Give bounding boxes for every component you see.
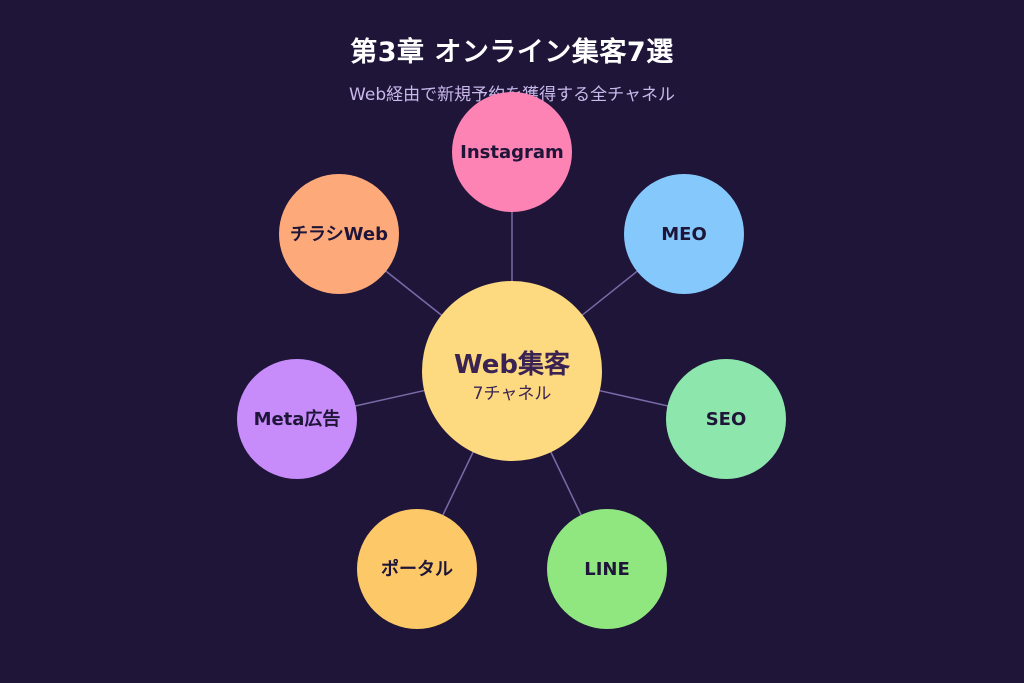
channel-label-portal: ポータル — [381, 558, 453, 580]
channel-circle-line — [547, 509, 667, 629]
channel-node-line: LINE — [547, 509, 667, 629]
connector-portal — [441, 448, 476, 518]
page-title: 第3章 オンライン集客7選 — [350, 37, 674, 68]
channel-node-seo: SEO — [666, 359, 786, 479]
channel-node-flyer-web: チラシWeb — [279, 174, 399, 294]
channel-label-instagram: Instagram — [460, 142, 564, 163]
channel-label-line: LINE — [584, 559, 630, 580]
connector-seo — [595, 389, 670, 408]
channel-node-instagram: Instagram — [452, 92, 572, 212]
hub-subtitle: 7チャネル — [473, 384, 552, 404]
channel-label-meo: MEO — [661, 224, 707, 245]
hub-title: Web集客 — [454, 349, 571, 380]
channel-label-flyer-web: チラシWeb — [290, 224, 388, 245]
connector-meta-ads — [353, 388, 429, 408]
channel-node-meo: MEO — [624, 174, 744, 294]
channel-circle-meta-ads — [237, 359, 357, 479]
channel-circle-instagram — [452, 92, 572, 212]
connector-flyer-web — [384, 269, 446, 319]
channel-label-seo: SEO — [706, 409, 747, 430]
channel-circle-seo — [666, 359, 786, 479]
connector-line — [548, 448, 583, 518]
channel-circle-meo — [624, 174, 744, 294]
channel-circle-flyer-web — [279, 174, 399, 294]
channel-label-meta-ads: Meta広告 — [254, 408, 341, 430]
channel-circle-portal — [357, 509, 477, 629]
connector-group — [353, 210, 670, 518]
connector-meo — [578, 269, 640, 318]
channel-node-meta-ads: Meta広告 — [237, 359, 357, 479]
hub-circle — [422, 281, 602, 461]
channel-node-portal: ポータル — [357, 509, 477, 629]
hub-node: Web集客 7チャネル — [422, 281, 602, 461]
